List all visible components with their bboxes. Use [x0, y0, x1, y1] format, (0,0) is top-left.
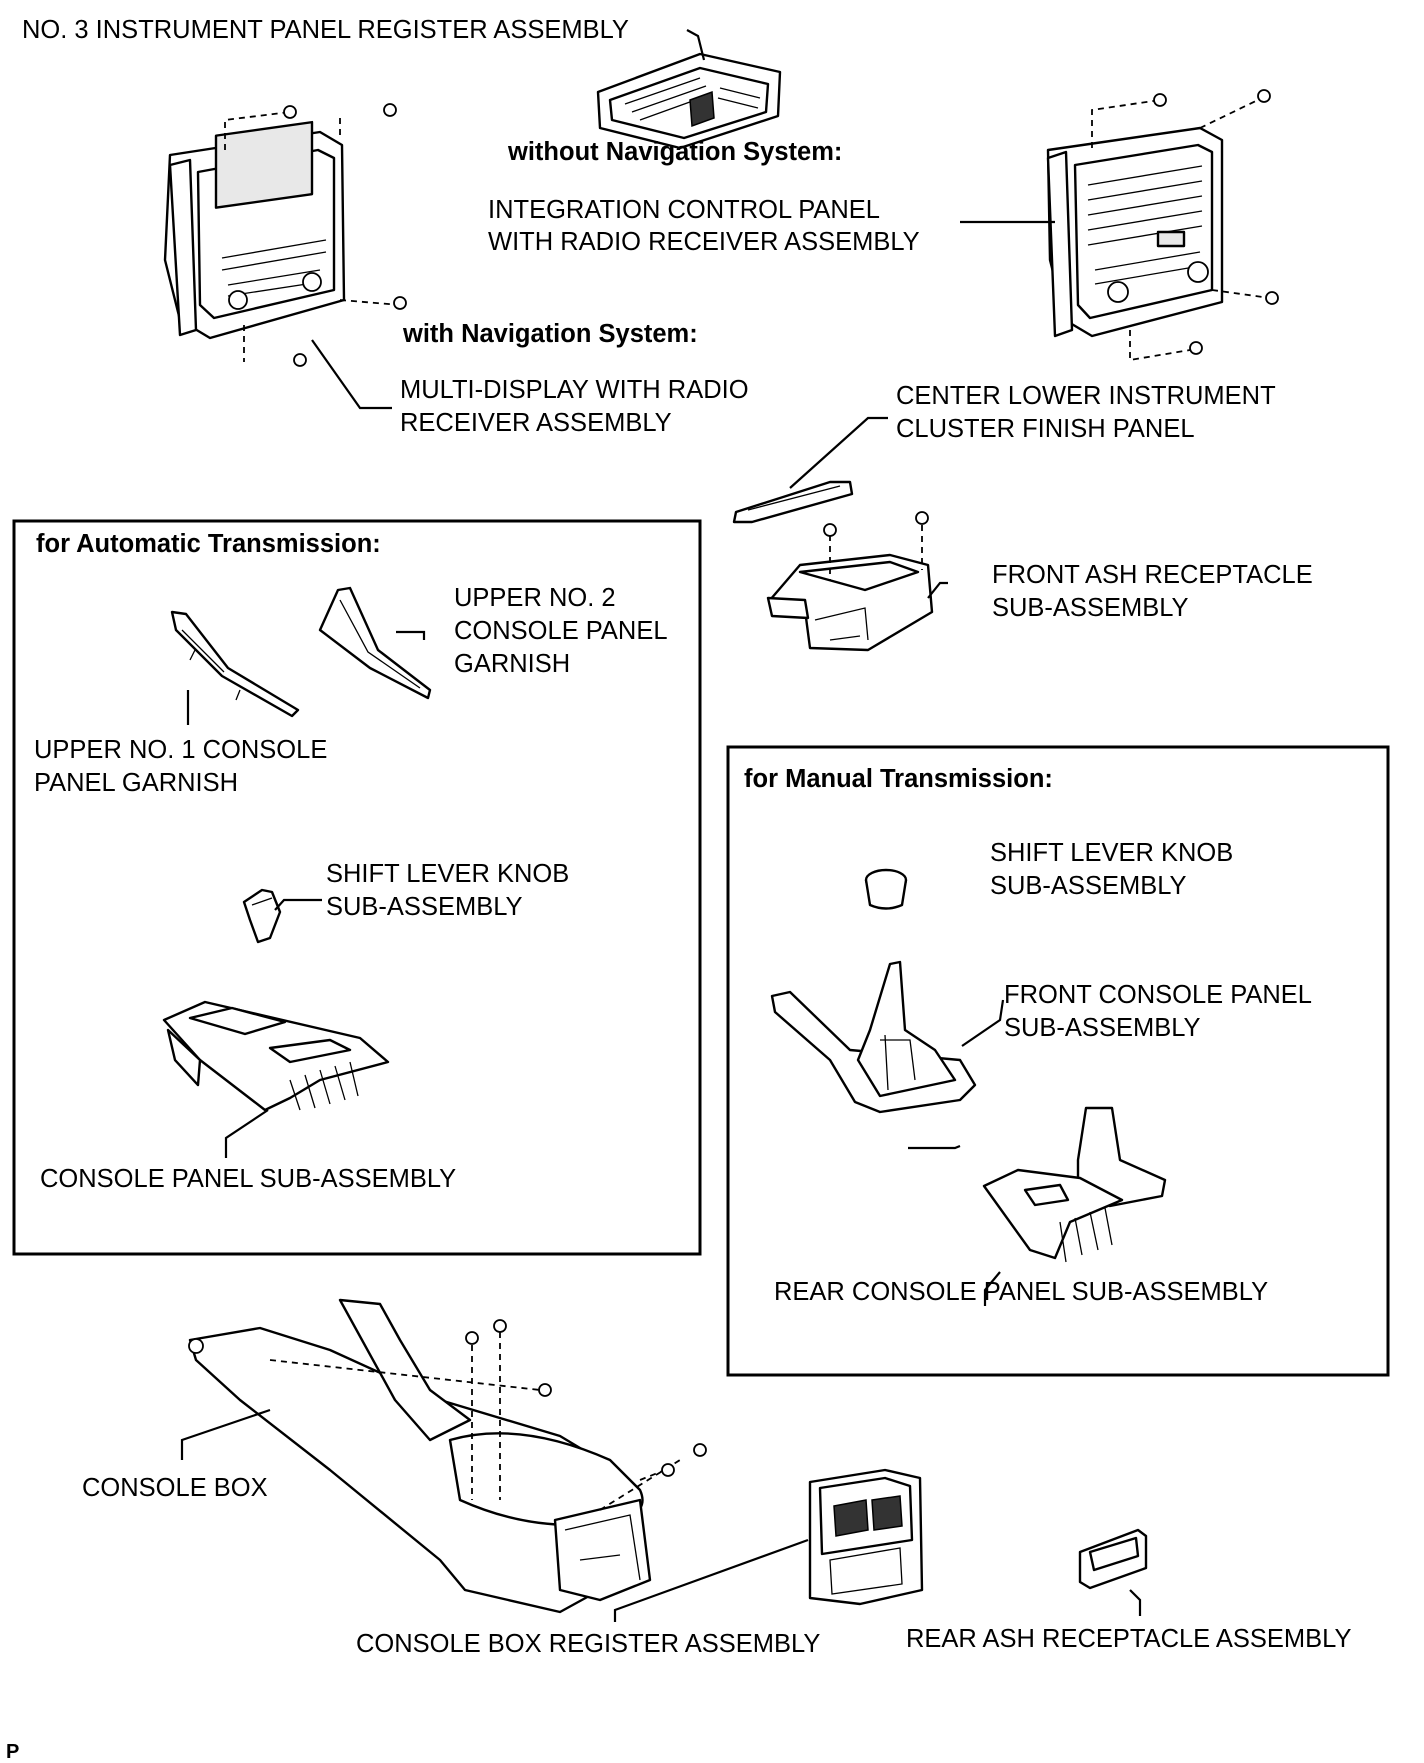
rear-console-panel-part [982, 1106, 1167, 1263]
label-shift-auto-line1: SHIFT LEVER KNOB [326, 860, 569, 888]
label-shift-manual-line2: SUB-ASSEMBLY [990, 872, 1187, 900]
label-front-console-line2: SUB-ASSEMBLY [1004, 1014, 1201, 1042]
label-shift-manual-line1: SHIFT LEVER KNOB [990, 839, 1233, 867]
label-console-box-register: CONSOLE BOX REGISTER ASSEMBLY [356, 1630, 820, 1658]
label-front-ash-line2: SUB-ASSEMBLY [992, 594, 1189, 622]
label-front-ash-line1: FRONT ASH RECEPTACLE [992, 561, 1313, 589]
console-panel-auto-part [162, 1000, 390, 1112]
front-console-panel-part [770, 960, 977, 1114]
label-rear-ash: REAR ASH RECEPTACLE ASSEMBLY [906, 1625, 1351, 1653]
label-integration-line1: INTEGRATION CONTROL PANEL [488, 196, 880, 224]
console-box-register-part [808, 1468, 924, 1606]
label-upper-no2-line3: GARNISH [454, 650, 570, 678]
automatic-transmission-box [12, 519, 702, 1256]
label-front-console-line1: FRONT CONSOLE PANEL [1004, 981, 1312, 1009]
label-rear-console: REAR CONSOLE PANEL SUB-ASSEMBLY [774, 1278, 1268, 1306]
shift-knob-auto-part [242, 888, 282, 944]
label-integration-line2: WITH RADIO RECEIVER ASSEMBLY [488, 228, 920, 256]
label-shift-auto-line2: SUB-ASSEMBLY [326, 893, 523, 921]
label-center-lower-line1: CENTER LOWER INSTRUMENT [896, 382, 1276, 410]
label-upper-no1-line2: PANEL GARNISH [34, 769, 238, 797]
label-console-panel: CONSOLE PANEL SUB-ASSEMBLY [40, 1165, 456, 1193]
label-multidisplay-line1: MULTI-DISPLAY WITH RADIO [400, 376, 749, 404]
no3-register-part [596, 52, 782, 150]
integration-control-panel-part [1046, 89, 1279, 362]
label-without-navigation: without Navigation System: [507, 138, 842, 166]
rear-ash-receptacle-part [1078, 1528, 1148, 1590]
label-console-box: CONSOLE BOX [82, 1474, 268, 1502]
label-upper-no2-line2: CONSOLE PANEL [454, 617, 668, 645]
label-upper-no1-line1: UPPER NO. 1 CONSOLE [34, 736, 327, 764]
front-ash-receptacle-part [766, 511, 934, 652]
leader-lines [180, 29, 1142, 1622]
console-box-part [188, 1298, 707, 1614]
center-lower-finish-panel-part [732, 480, 854, 524]
label-manual-transmission: for Manual Transmission: [744, 765, 1053, 793]
label-no3-register: NO. 3 INSTRUMENT PANEL REGISTER ASSEMBLY [22, 16, 629, 44]
manual-transmission-box [726, 745, 1390, 1377]
label-automatic-transmission: for Automatic Transmission: [36, 530, 381, 558]
label-with-navigation: with Navigation System: [402, 320, 698, 348]
shift-knob-manual-part [864, 868, 908, 910]
upper-no1-garnish-part [170, 610, 300, 718]
multi-display-part [163, 103, 407, 367]
label-center-lower-line2: CLUSTER FINISH PANEL [896, 415, 1195, 443]
upper-no2-garnish-part [318, 586, 432, 700]
label-multidisplay-line2: RECEIVER ASSEMBLY [400, 409, 672, 437]
label-upper-no2-line1: UPPER NO. 2 [454, 584, 616, 612]
corner-mark: P [6, 1741, 19, 1763]
